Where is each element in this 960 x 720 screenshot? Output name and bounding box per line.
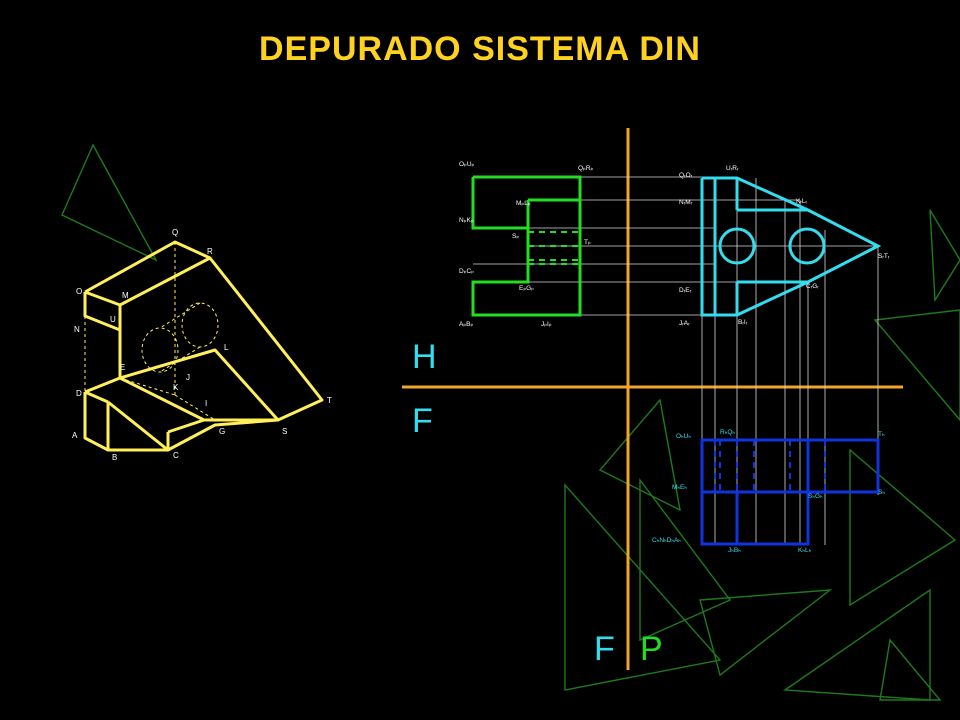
decorative-triangles	[61, 143, 960, 701]
decor-triangle-8	[879, 638, 942, 701]
front-label-nm: NᵣMᵣ	[679, 199, 693, 206]
decor-triangle-7	[849, 448, 957, 607]
profile-label-t: Tₚ	[584, 239, 591, 246]
decor-triangle-3	[639, 477, 732, 642]
top-hidden	[714, 440, 826, 492]
isometric-labels: Q R O M U N L E J K D I T A G S C B	[72, 228, 332, 462]
iso-label-u: U	[110, 315, 116, 324]
top-label-jb: JₕBₕ	[728, 547, 741, 554]
plane-label-p: P	[640, 630, 663, 668]
plane-label-f-right: F	[412, 402, 433, 440]
front-labels: UᵣRᵣ QᵣOᵣ NᵣMᵣ KᵣLᵣ SᵣTᵣ DᵣEᵣ CᵣGᵣ JᵣAᵣ …	[679, 165, 890, 327]
front-view	[700, 176, 882, 317]
iso-label-m: M	[122, 291, 129, 300]
profile-view	[471, 175, 582, 317]
isometric-hidden	[84, 242, 219, 421]
iso-label-o: O	[76, 287, 82, 296]
profile-label-qr: QₚRₚ	[578, 165, 594, 172]
profile-hidden	[528, 231, 580, 265]
axes	[402, 128, 903, 670]
decor-triangle-5	[699, 589, 833, 677]
front-label-qo: QᵣOᵣ	[679, 172, 693, 179]
iso-label-d: D	[76, 389, 82, 398]
front-label-ja: JᵣAᵣ	[679, 320, 690, 327]
profile-label-s: Sₚ	[512, 233, 519, 240]
profile-label-ml: MₚLₚ	[516, 200, 531, 207]
iso-label-b: B	[112, 453, 117, 462]
profile-label-ab: AₚBₚ	[459, 321, 473, 328]
iso-label-i: I	[205, 399, 207, 408]
decor-triangle-10	[873, 309, 960, 422]
decor-triangle-6	[782, 588, 931, 701]
front-label-cg: CᵣGᵣ	[806, 283, 819, 290]
front-label-kl: KᵣLᵣ	[796, 198, 808, 205]
front-label-ur: UᵣRᵣ	[726, 165, 739, 172]
profile-labels: OₚUₚ QₚRₚ MₚLₚ NₚKₚ Sₚ Tₚ DₚCₚ EₚGₚ AₚBₚ…	[459, 161, 594, 328]
top-label-me: MₕEₕ	[672, 484, 687, 491]
iso-label-e: E	[120, 363, 125, 372]
isometric-view	[83, 240, 324, 452]
top-label-kl: KₕLₕ	[798, 547, 812, 554]
profile-label-nk: NₚKₚ	[459, 217, 474, 224]
front-label-de: DᵣEᵣ	[679, 287, 692, 294]
iso-label-k: K	[173, 383, 179, 392]
decor-triangle-1	[61, 143, 158, 262]
profile-label-ou: OₚUₚ	[459, 161, 475, 168]
iso-label-j: J	[186, 373, 190, 382]
top-label-sg: SₕGₕ	[808, 493, 823, 500]
top-view	[700, 438, 880, 546]
profile-label-eg: EₚGₚ	[519, 285, 534, 292]
iso-label-n: N	[74, 325, 80, 334]
front-label-bi: BᵣIᵣ	[738, 319, 748, 326]
profile-label-ji: JₚIₚ	[541, 321, 552, 328]
iso-label-t: T	[327, 396, 332, 405]
plane-label-f-bottom: F	[594, 630, 615, 668]
top-label-ou: OₕUₕ	[676, 433, 691, 440]
top-label-rq: RₕQₕ	[720, 429, 735, 436]
iso-label-s: S	[282, 427, 287, 436]
top-label-th: Tₕ	[878, 431, 885, 438]
iso-label-q: Q	[172, 228, 178, 237]
top-label-sh: Sₕ	[878, 489, 885, 496]
iso-label-r: R	[207, 247, 213, 256]
iso-label-l: L	[224, 343, 229, 352]
top-labels: OₕUₕ RₕQₕ Tₕ MₕEₕ SₕGₕ Sₕ CₕNₕDₕAₕ JₕBₕ …	[652, 429, 885, 554]
front-label-st: SᵣTᵣ	[878, 253, 890, 260]
page-title: DEPURADO SISTEMA DIN	[259, 30, 701, 68]
plane-label-h: H	[412, 338, 437, 376]
top-label-cnda: CₕNₕDₕAₕ	[652, 537, 681, 544]
decor-triangle-4	[564, 483, 722, 691]
decor-triangle-9	[929, 209, 960, 303]
iso-label-a: A	[72, 431, 78, 440]
profile-label-dc: DₚCₚ	[459, 268, 474, 275]
iso-label-g: G	[219, 427, 225, 436]
iso-label-c: C	[173, 451, 179, 460]
